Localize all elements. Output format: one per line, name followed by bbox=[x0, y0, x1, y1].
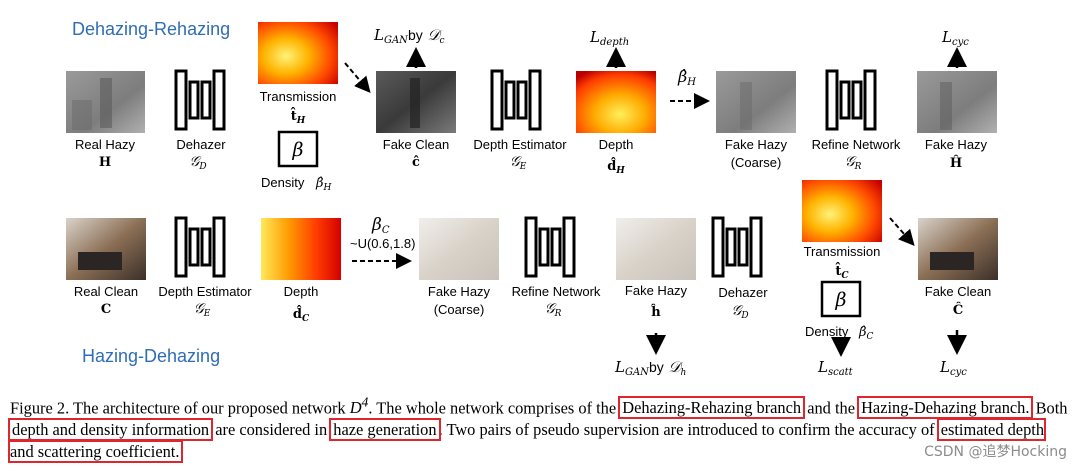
fake-hazy-coarse-image-top bbox=[716, 71, 796, 133]
depth-estimator-symbol-bottom: 𝒢E bbox=[194, 301, 211, 319]
loss-scatt: Lscatt bbox=[817, 358, 854, 378]
fake-hazy-coarse-image-bottom bbox=[419, 218, 499, 280]
depth-estimator-label-bottom: Depth Estimator bbox=[158, 284, 252, 299]
beta-box-symbol-top: β bbox=[292, 139, 304, 161]
transmission-label-top: Transmission bbox=[260, 89, 337, 104]
dehazer-symbol: 𝒢D bbox=[189, 154, 206, 172]
fake-clean-label-bottom: Fake Clean bbox=[925, 284, 991, 299]
fake-clean-image-top bbox=[376, 71, 456, 133]
figure-caption: Figure 2. The architecture of our propos… bbox=[10, 392, 1070, 463]
caption-text-6: . Two pairs of pseudo supervision are in… bbox=[439, 420, 939, 439]
refine-network-symbol-top: 𝒢R bbox=[845, 154, 862, 172]
depth-label-bottom: Depth bbox=[284, 284, 319, 299]
architecture-diagram: Dehazing-Rehazing Hazing-Dehazing Real H… bbox=[0, 0, 1083, 392]
dehazer-network-icon-bottom bbox=[713, 218, 761, 276]
transmission-symbol-top: t̂H bbox=[290, 107, 305, 126]
real-hazy-image bbox=[66, 71, 145, 133]
real-hazy-symbol: H bbox=[99, 155, 111, 170]
density-symbol-bottom: β̂C bbox=[858, 325, 874, 342]
highlight-hazing-dehazing: Hazing-Dehazing branch. bbox=[859, 398, 1031, 417]
dehazer-network-icon bbox=[176, 71, 224, 129]
loss-depth: Ldepth bbox=[589, 28, 629, 48]
fake-hazy-image-top bbox=[917, 71, 997, 133]
dashed-arrow-transmission-bottom bbox=[890, 218, 912, 243]
fake-clean-symbol-bottom: Ĉ bbox=[953, 301, 963, 318]
dehazer-symbol-bottom: 𝒢D bbox=[731, 303, 748, 321]
branch-label-bottom: Hazing-Dehazing bbox=[82, 346, 220, 366]
fake-hazy-final-symbol-top: Ĥ bbox=[950, 155, 962, 171]
beta-box-symbol-bottom: β bbox=[835, 289, 847, 311]
refine-network-label-top: Refine Network bbox=[812, 137, 901, 152]
caption-network-name: D4 bbox=[350, 398, 369, 417]
highlight-haze-generation: haze generation bbox=[331, 420, 438, 439]
transmission-symbol-bottom: t̂C bbox=[835, 262, 849, 281]
depth-estimator-symbol-top: 𝒢E bbox=[510, 154, 527, 172]
highlight-depth-density: depth and density information bbox=[10, 420, 211, 439]
fake-hazy-final-symbol-bottom: ĥ bbox=[650, 304, 661, 320]
uniform-distribution-label: ~U(0.6,1.8) bbox=[350, 236, 415, 251]
fake-hazy-image-bottom bbox=[616, 218, 696, 280]
caption-text-1: Figure 2. The architecture of our propos… bbox=[10, 398, 350, 417]
depth-map-bottom bbox=[261, 218, 341, 280]
real-hazy-label: Real Hazy bbox=[75, 137, 135, 152]
density-label-bottom: Density bbox=[805, 324, 849, 339]
watermark: CSDN @追梦Hocking bbox=[922, 441, 1069, 461]
loss-gan-top: LGANby 𝒟c bbox=[373, 26, 445, 46]
dehazer-label: Dehazer bbox=[176, 137, 226, 152]
real-clean-symbol: C bbox=[101, 302, 111, 317]
caption-text-3: and the bbox=[803, 398, 859, 417]
fake-clean-label-top: Fake Clean bbox=[383, 137, 449, 152]
caption-text-2: . The whole network comprises of the bbox=[368, 398, 620, 417]
loss-cyc-top: Lcyc bbox=[941, 28, 969, 48]
depth-estimator-icon-bottom bbox=[176, 218, 224, 276]
density-symbol-top: β̂H bbox=[315, 176, 332, 193]
depth-symbol-top: d̂H bbox=[607, 157, 625, 176]
refine-network-icon-bottom bbox=[526, 218, 574, 276]
depth-estimator-icon-top bbox=[492, 71, 540, 129]
fake-clean-image-bottom bbox=[918, 218, 998, 280]
highlight-dehazing-rehazing: Dehazing-Rehazing branch bbox=[620, 398, 803, 417]
dehazer-label-bottom: Dehazer bbox=[718, 285, 768, 300]
depth-label-top: Depth bbox=[599, 137, 634, 152]
fake-hazy-final-label-bottom: Fake Hazy bbox=[625, 283, 688, 298]
beta-c-label: βC bbox=[371, 215, 390, 236]
transmission-map-bottom bbox=[802, 180, 882, 242]
depth-symbol-bottom: d̂C bbox=[293, 305, 310, 324]
fake-hazy-label-bottom: Fake Hazy bbox=[428, 284, 491, 299]
branch-label-top: Dehazing-Rehazing bbox=[72, 19, 230, 39]
coarse-label-top: (Coarse) bbox=[731, 155, 782, 170]
transmission-map-top bbox=[258, 22, 338, 84]
refine-network-symbol-bottom: 𝒢R bbox=[545, 301, 562, 319]
depth-estimator-label-top: Depth Estimator bbox=[473, 137, 567, 152]
beta-h-arrow-label: β̂H bbox=[677, 67, 696, 88]
dashed-arrow-transmission-top bbox=[345, 63, 368, 90]
refine-network-icon-top bbox=[827, 71, 875, 129]
depth-map-top bbox=[576, 71, 656, 133]
density-label-top: Density bbox=[261, 175, 305, 190]
real-clean-image bbox=[66, 218, 146, 280]
fake-clean-symbol-top: ĉ bbox=[412, 155, 420, 170]
caption-text-4: Both bbox=[1031, 398, 1067, 417]
coarse-label-bottom: (Coarse) bbox=[434, 302, 485, 317]
transmission-label-bottom: Transmission bbox=[804, 244, 881, 259]
caption-text-5: are considered in bbox=[211, 420, 331, 439]
loss-cyc-bottom: Lcyc bbox=[939, 358, 967, 378]
loss-gan-bottom: LGANby 𝒟h bbox=[614, 358, 686, 378]
fake-hazy-label-top: Fake Hazy bbox=[725, 137, 788, 152]
refine-network-label-bottom: Refine Network bbox=[512, 284, 601, 299]
real-clean-label: Real Clean bbox=[74, 284, 138, 299]
fake-hazy-final-label-top: Fake Hazy bbox=[925, 137, 988, 152]
